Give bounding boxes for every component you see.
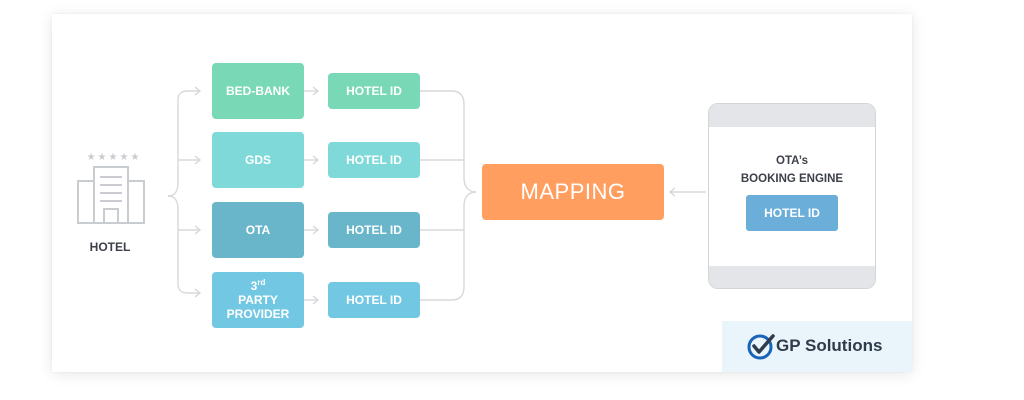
source-label-line3: PROVIDER: [226, 307, 290, 321]
source-bed-bank: BED-BANK: [212, 63, 304, 119]
checkmark-logo-icon: [747, 334, 775, 360]
engine-title-line1: OTA’s: [776, 155, 808, 167]
booking-engine-device: OTA’s BOOKING ENGINE HOTEL ID: [708, 103, 876, 289]
hotel-label: HOTEL: [89, 240, 131, 254]
hotel-id-ota: HOTEL ID: [328, 212, 420, 248]
mapping-box: MAPPING: [482, 164, 664, 220]
hotel-id-gds: HOTEL ID: [328, 142, 420, 178]
hotel-id-bed-bank: HOTEL ID: [328, 73, 420, 109]
hotel-id-third-party: HOTEL ID: [328, 282, 420, 318]
booking-engine-title: OTA’s BOOKING ENGINE: [709, 152, 875, 188]
engine-hotel-id: HOTEL ID: [746, 195, 838, 231]
source-gds: GDS: [212, 132, 304, 188]
source-label-line2: PARTY: [238, 293, 278, 307]
source-label: BED-BANK: [226, 84, 290, 98]
source-label-superscript: rd: [257, 278, 266, 287]
hotel-stars-icon: ★★★★★: [86, 152, 142, 163]
logo-panel: GP Solutions: [722, 321, 912, 372]
source-label: OTA: [245, 223, 271, 237]
source-ota: OTA: [212, 202, 304, 258]
logo-text: GP Solutions: [776, 336, 883, 355]
device-top-bar: [709, 104, 875, 127]
source-label-line1: 3rd: [250, 278, 266, 294]
source-label-number: 3: [250, 279, 258, 293]
source-label: GDS: [244, 153, 271, 167]
device-bottom-bar: [709, 266, 875, 288]
hotel-building-icon: [77, 166, 145, 224]
engine-title-line2: BOOKING ENGINE: [740, 173, 844, 185]
source-third-party-provider: 3rd PARTY PROVIDER: [212, 272, 304, 328]
